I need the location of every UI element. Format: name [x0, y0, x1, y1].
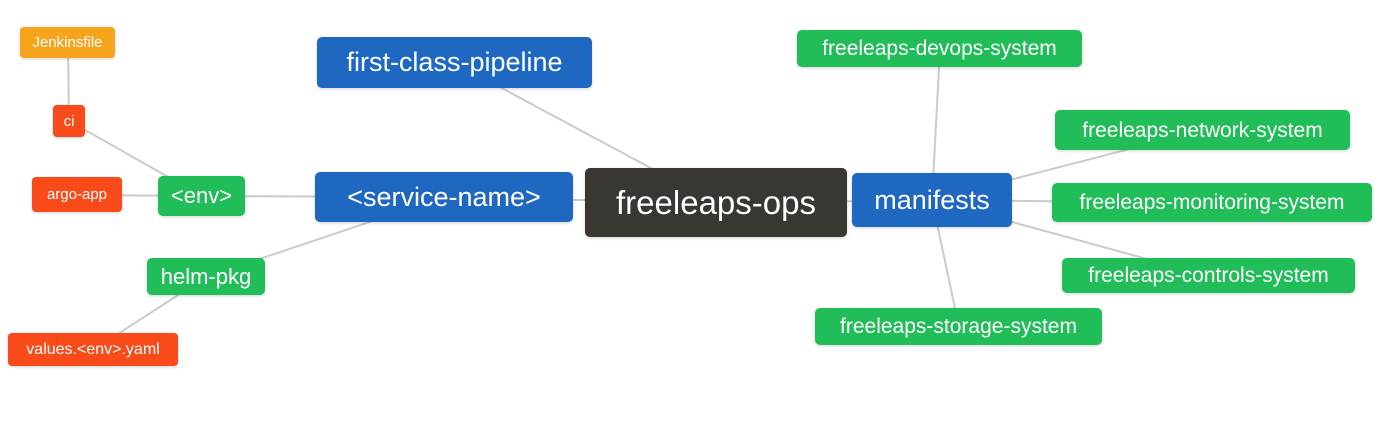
node-env[interactable]: <env> — [158, 176, 245, 216]
node-jenkinsfile-label: Jenkinsfile — [32, 34, 103, 51]
node-service-name-label: <service-name> — [347, 181, 541, 212]
node-network-system[interactable]: freeleaps-network-system — [1055, 110, 1350, 150]
node-controls-system[interactable]: freeleaps-controls-system — [1062, 258, 1355, 293]
node-values-env-yaml[interactable]: values.<env>.yaml — [8, 333, 178, 366]
node-env-label: <env> — [170, 183, 233, 208]
node-freeleaps-ops[interactable]: freeleaps-ops — [585, 168, 847, 237]
node-jenkinsfile[interactable]: Jenkinsfile — [20, 27, 115, 58]
node-helm-pkg-label: helm-pkg — [160, 263, 252, 289]
node-freeleaps-ops-label: freeleaps-ops — [616, 184, 816, 221]
node-devops-system-label: freeleaps-devops-system — [822, 37, 1057, 60]
node-first-class-pipeline[interactable]: first-class-pipeline — [317, 37, 592, 88]
node-service-name[interactable]: <service-name> — [315, 172, 573, 222]
node-manifests-label: manifests — [874, 184, 990, 215]
node-first-class-pipeline-label: first-class-pipeline — [346, 47, 563, 77]
node-helm-pkg[interactable]: helm-pkg — [147, 258, 265, 295]
node-monitoring-system-label: freeleaps-monitoring-system — [1079, 191, 1345, 214]
node-controls-system-label: freeleaps-controls-system — [1088, 264, 1329, 287]
node-manifests[interactable]: manifests — [852, 173, 1012, 227]
node-ci[interactable]: ci — [53, 105, 85, 137]
node-values-env-yaml-label: values.<env>.yaml — [26, 340, 160, 358]
node-argo-app-label: argo-app — [46, 186, 108, 203]
node-network-system-label: freeleaps-network-system — [1082, 118, 1323, 142]
node-ci-label: ci — [63, 112, 75, 130]
node-storage-system-label: freeleaps-storage-system — [840, 315, 1077, 338]
node-storage-system[interactable]: freeleaps-storage-system — [815, 308, 1102, 345]
node-monitoring-system[interactable]: freeleaps-monitoring-system — [1052, 183, 1372, 222]
node-devops-system[interactable]: freeleaps-devops-system — [797, 30, 1082, 67]
node-argo-app[interactable]: argo-app — [32, 177, 122, 212]
